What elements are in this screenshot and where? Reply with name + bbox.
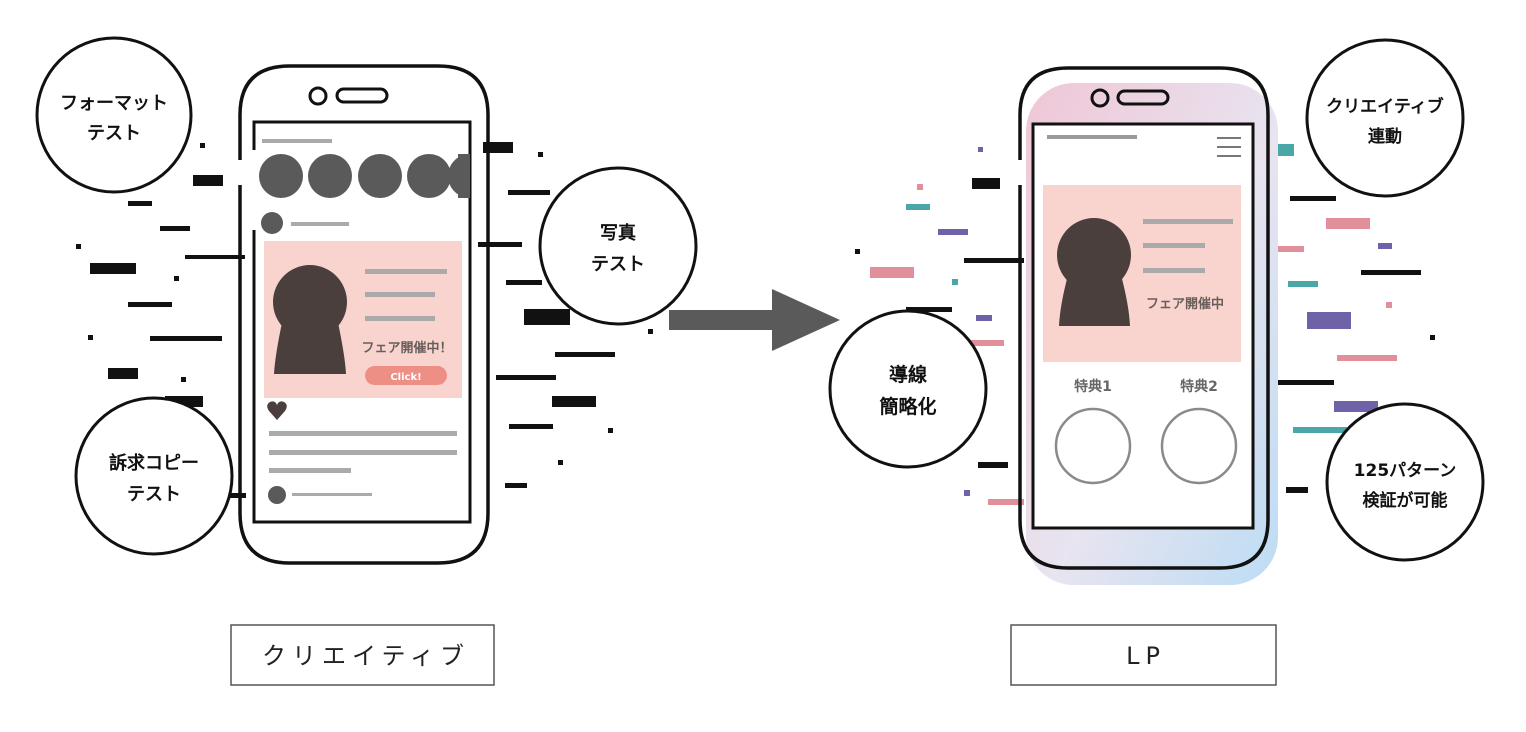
creative-caption: クリエイティブ [262,642,470,670]
post-avatar [261,212,283,234]
hamburger-menu-icon[interactable] [1217,137,1241,157]
person-silhouette [273,265,347,374]
caption-line-2 [269,450,457,455]
badge-format-test: フォーマット テスト [35,36,193,194]
benefit-1-circle[interactable] [1054,407,1132,485]
phone-top-sensors [308,86,389,106]
lp-phone-top-sensors [1090,88,1170,108]
lp-screen: フェア開催中 特典1 特典2 [1031,122,1255,530]
badge-format-line-1: フォーマット [60,93,168,114]
benefit-2-circle[interactable] [1160,407,1238,485]
right-speed-lines [855,144,1435,505]
badge-125-patterns: 125パターン 検証が可能 [1325,402,1485,562]
creative-phone: フェア開催中！ Click! [238,64,490,565]
caption-line-3 [269,468,351,473]
lp-hero: フェア開催中 [1043,185,1241,362]
hero-fair-text: フェア開催中 [1146,296,1224,312]
badge-creative-link-line-2: 連動 [1368,126,1402,147]
badge-patterns-line-2: 検証が可能 [1363,490,1448,511]
comment-bar [292,493,372,496]
lp-caption: LP [1126,642,1166,670]
badge-flow-line-2: 簡略化 [879,395,936,418]
lp-caption-box: LP [1010,624,1277,686]
hero-text-line-1 [1143,219,1233,224]
badge-copy-line-2: テスト [127,484,181,505]
badge-patterns-line-1: 125パターン [1354,461,1457,481]
card-text-line-1 [365,269,447,274]
badge-flow-line-1: 導線 [889,363,927,386]
badge-copy-line-1: 訴求コピー [109,452,199,474]
comment-avatar [268,486,286,504]
creative-screen: フェア開催中！ Click! [252,120,472,524]
story-circles [259,154,470,198]
click-button[interactable] [365,366,447,385]
benefit-2-label: 特典2 [1180,378,1218,395]
card-text-line-3 [365,316,435,321]
caption-line-1 [269,431,457,436]
badge-photo-line-1: 写真 [600,222,636,244]
badge-creative-link-line-1: クリエイティブ [1326,96,1444,117]
story-circle-partial [458,154,470,198]
hero-text-line-3 [1143,268,1205,273]
arrow-right-icon [669,289,840,351]
post-username-bar [291,222,349,226]
badge-photo-line-2: テスト [591,254,645,275]
badge-flow-simplify: 導線 簡略化 [828,309,988,469]
left-speed-lines [76,142,653,498]
lp-person-silhouette [1057,218,1131,326]
screen-title-bar [262,139,332,143]
badge-photo-test: 写真 テスト [538,166,698,326]
ad-card: フェア開催中！ Click! [264,241,462,398]
heart-icon[interactable] [267,401,287,420]
benefit-1-label: 特典1 [1074,378,1112,395]
click-button-label: Click! [390,372,421,383]
card-fair-text: フェア開催中！ [361,340,452,356]
card-text-line-2 [365,292,435,297]
hero-text-line-2 [1143,243,1205,248]
lp-phone: フェア開催中 特典1 特典2 [1018,66,1278,585]
creative-caption-box: クリエイティブ [230,624,495,686]
badge-creative-link: クリエイティブ 連動 [1305,38,1465,198]
badge-copy-test: 訴求コピー テスト [74,396,234,556]
badge-format-line-2: テスト [87,123,141,144]
lp-title-bar [1047,135,1137,139]
